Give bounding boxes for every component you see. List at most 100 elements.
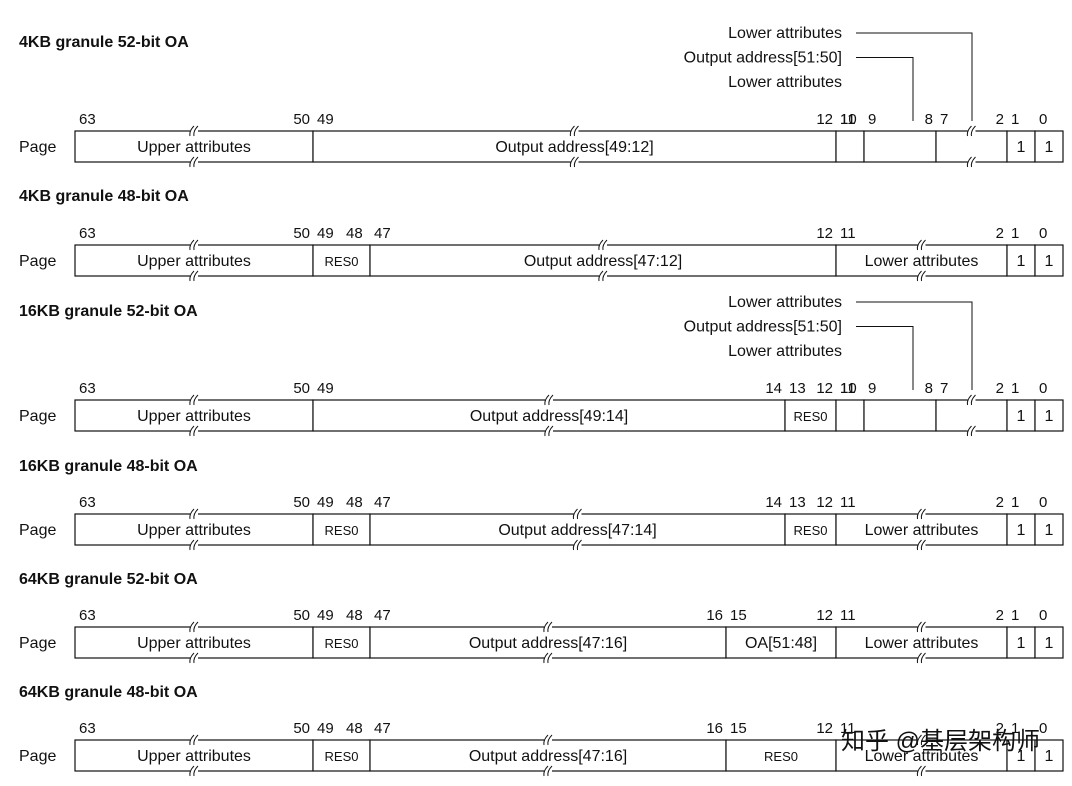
bit-number: 1: [1011, 720, 1019, 737]
bit-number: 49: [317, 380, 334, 397]
bit-field: Output address[49:12]: [312, 125, 837, 168]
bit-number: 48: [346, 494, 363, 511]
format-title: 4KB granule 48-bit OA: [19, 188, 189, 205]
bit-field: Lower attributes: [835, 239, 1008, 282]
bit-gap-break: [916, 508, 926, 551]
bit-field: 1: [1034, 399, 1064, 432]
callout-leader: [856, 301, 973, 390]
bit-number: 0: [1039, 720, 1047, 737]
bit-gap-break: [189, 734, 199, 777]
field-label: Output address[47:12]: [524, 253, 682, 270]
field-label: 1: [1017, 635, 1026, 652]
bit-number: 13: [789, 494, 806, 511]
bit-number: 0: [1039, 225, 1047, 242]
bit-field: RES0: [725, 739, 837, 772]
bit-number: 47: [374, 494, 391, 511]
bit-number: 10: [840, 380, 857, 397]
bit-number: 47: [374, 720, 391, 737]
row-label: Page: [19, 408, 56, 425]
field-label: 1: [1017, 522, 1026, 539]
field-label: 1: [1045, 253, 1054, 270]
field-label: 1: [1017, 139, 1026, 156]
bit-field: [935, 394, 1008, 437]
bit-number: 2: [996, 111, 1004, 128]
bit-number: 1: [1011, 494, 1019, 511]
format-title: 4KB granule 52-bit OA: [19, 34, 189, 51]
field-label: Output address[47:16]: [469, 635, 627, 652]
bit-field: Output address[47:16]: [369, 734, 727, 777]
bit-number: 1: [1011, 380, 1019, 397]
bit-number: 2: [996, 720, 1004, 737]
field-label: RES0: [325, 523, 359, 538]
bit-field: RES0: [312, 739, 371, 772]
bit-gap-break: [916, 239, 926, 282]
bit-number: 11: [840, 720, 856, 737]
bit-gap-break: [572, 508, 582, 551]
bit-gap-break: [189, 508, 199, 551]
field-label: Output address[49:12]: [495, 139, 653, 156]
row-label: Page: [19, 253, 56, 270]
callout-leader: [856, 326, 914, 390]
bit-number: 47: [374, 607, 391, 624]
row-label: Page: [19, 635, 56, 652]
bit-field: RES0: [312, 244, 371, 277]
field-label: RES0: [325, 749, 359, 764]
bit-number: 11: [840, 225, 856, 242]
bit-field: Lower attributes: [835, 734, 1008, 777]
field-label: 1: [1045, 522, 1054, 539]
bit-number: 2: [996, 225, 1004, 242]
bit-gap-break: [569, 125, 579, 168]
bit-number: 16: [706, 720, 723, 737]
bit-gap-break: [543, 621, 553, 664]
format-title: 64KB granule 48-bit OA: [19, 684, 198, 701]
bit-number: 12: [816, 720, 833, 737]
bit-field: 1: [1034, 130, 1064, 163]
callout-label: Output address[51:50]: [684, 319, 842, 336]
field-label: Output address[49:14]: [470, 408, 628, 425]
callout-leader: [856, 57, 914, 121]
bit-number: 48: [346, 720, 363, 737]
bit-number: 11: [840, 380, 856, 397]
row-label: Page: [19, 139, 56, 156]
bit-number: 49: [317, 111, 334, 128]
format-title: 64KB granule 52-bit OA: [19, 571, 198, 588]
bit-field: Upper attributes: [74, 508, 314, 551]
bit-number: 13: [789, 380, 806, 397]
bit-gap-break: [189, 394, 199, 437]
field-label: Upper attributes: [137, 139, 251, 156]
field-label: 1: [1017, 748, 1026, 765]
bit-field: [935, 125, 1008, 168]
bit-field: Lower attributes: [835, 508, 1008, 551]
bit-number: 50: [293, 225, 310, 242]
bit-number: 0: [1039, 607, 1047, 624]
bit-number: 50: [293, 380, 310, 397]
bit-gap-break: [189, 621, 199, 664]
bit-number: 49: [317, 225, 334, 242]
row-label: Page: [19, 522, 56, 539]
bit-field: Output address[49:14]: [312, 394, 786, 437]
bit-number: 12: [816, 607, 833, 624]
bit-gap-break: [966, 394, 976, 437]
bit-field: Upper attributes: [74, 125, 314, 168]
bit-gap-break: [189, 239, 199, 282]
field-label: RES0: [794, 409, 828, 424]
bit-field: Upper attributes: [74, 239, 314, 282]
field-label: Lower attributes: [865, 522, 979, 539]
bit-number: 9: [868, 111, 876, 128]
bit-number: 0: [1039, 380, 1047, 397]
bit-number: 2: [996, 494, 1004, 511]
bit-gap-break: [916, 734, 926, 777]
bit-number: 11: [840, 494, 856, 511]
field-label: 1: [1017, 408, 1026, 425]
bit-number: 63: [79, 494, 96, 511]
bit-number: 49: [317, 720, 334, 737]
